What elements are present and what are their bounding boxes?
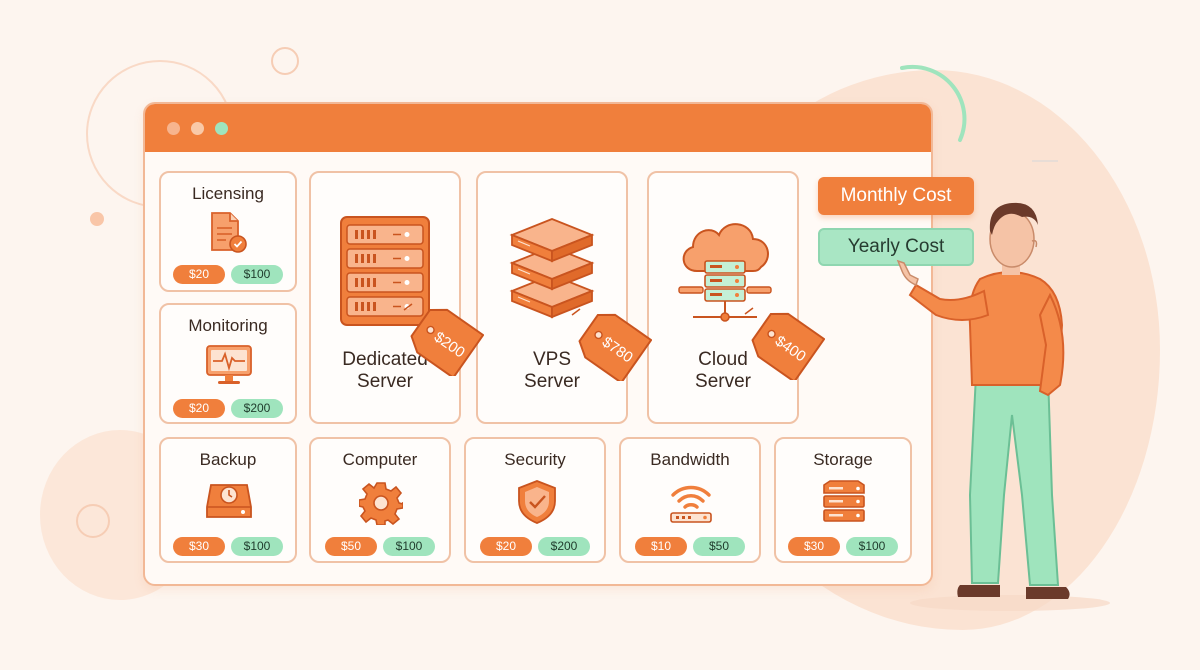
- card-licensing[interactable]: Licensing $20 $100: [159, 171, 297, 292]
- card-backup[interactable]: Backup $30 $100: [159, 437, 297, 563]
- card-title: Storage: [813, 450, 873, 469]
- card-title: Security: [504, 450, 566, 469]
- yearly-price-badge: $50: [693, 537, 745, 556]
- card-dedicated-server[interactable]: Dedicated Server: [309, 171, 461, 424]
- yearly-price-badge: $200: [231, 399, 283, 418]
- document-check-icon: [211, 212, 247, 253]
- yearly-price-badge: $100: [846, 537, 898, 556]
- yearly-price-badge: $100: [383, 537, 435, 556]
- price-tag-icon: $200: [403, 303, 484, 376]
- background-arc: [900, 64, 967, 142]
- card-storage[interactable]: Storage $30 $100: [774, 437, 912, 563]
- monthly-price-badge: $10: [635, 537, 687, 556]
- server-title-line1: Dedicated: [342, 349, 428, 370]
- shield-check-icon: [518, 480, 556, 524]
- backup-drive-icon: [206, 484, 252, 518]
- server-rack-icon: [340, 216, 430, 326]
- window-dot-minimize[interactable]: [191, 122, 204, 135]
- card-security[interactable]: Security $20 $200: [464, 437, 606, 563]
- monitor-pulse-icon: [206, 345, 252, 384]
- yearly-price-badge: $100: [231, 537, 283, 556]
- monthly-cost-button[interactable]: Monthly Cost: [818, 177, 974, 215]
- storage-stack-icon: [823, 480, 865, 522]
- card-computer[interactable]: Computer $50 $100: [309, 437, 451, 563]
- background-dot: [90, 212, 104, 226]
- card-title: Backup: [199, 450, 257, 469]
- wifi-router-icon: [670, 485, 712, 523]
- server-title-line1: VPS: [532, 349, 572, 370]
- price-tag-icon: $400: [744, 307, 825, 380]
- presenter-illustration: [896, 202, 1110, 611]
- window-dot-close[interactable]: [167, 122, 180, 135]
- monthly-price-badge: $30: [173, 537, 225, 556]
- gear-icon: [359, 482, 403, 525]
- server-stack-icon: [509, 218, 595, 319]
- monthly-price-badge: $20: [173, 399, 225, 418]
- monthly-price-badge: $50: [325, 537, 377, 556]
- server-title-line1: Cloud: [698, 349, 748, 370]
- yearly-price-badge: $200: [538, 537, 590, 556]
- card-monitoring[interactable]: Monitoring $20 $200: [159, 303, 297, 424]
- card-title: Computer: [342, 450, 418, 469]
- monthly-price-badge: $20: [480, 537, 532, 556]
- server-title-line2: Server: [695, 371, 751, 392]
- yearly-price-badge: $100: [231, 265, 283, 284]
- card-cloud-server[interactable]: Cloud Server: [647, 171, 799, 424]
- background-dash: [1032, 160, 1058, 162]
- server-title-line2: Server: [357, 371, 413, 392]
- monthly-price-badge: $30: [788, 537, 840, 556]
- price-tag-icon: $780: [571, 308, 652, 381]
- monthly-price-badge: $20: [173, 265, 225, 284]
- cloud-server-icon: [678, 223, 772, 322]
- background-ring-small: [76, 504, 110, 538]
- background-ring-small: [271, 47, 299, 75]
- card-vps-server[interactable]: VPS Server: [476, 171, 628, 424]
- card-title: Bandwidth: [650, 450, 730, 469]
- window-dot-maximize[interactable]: [215, 122, 228, 135]
- card-bandwidth[interactable]: Bandwidth $10 $50: [619, 437, 761, 563]
- card-title: Licensing: [192, 184, 264, 203]
- yearly-cost-button[interactable]: Yearly Cost: [818, 228, 974, 266]
- card-title: Monitoring: [188, 316, 268, 335]
- server-title-line2: Server: [524, 371, 580, 392]
- window-titlebar: [145, 104, 931, 152]
